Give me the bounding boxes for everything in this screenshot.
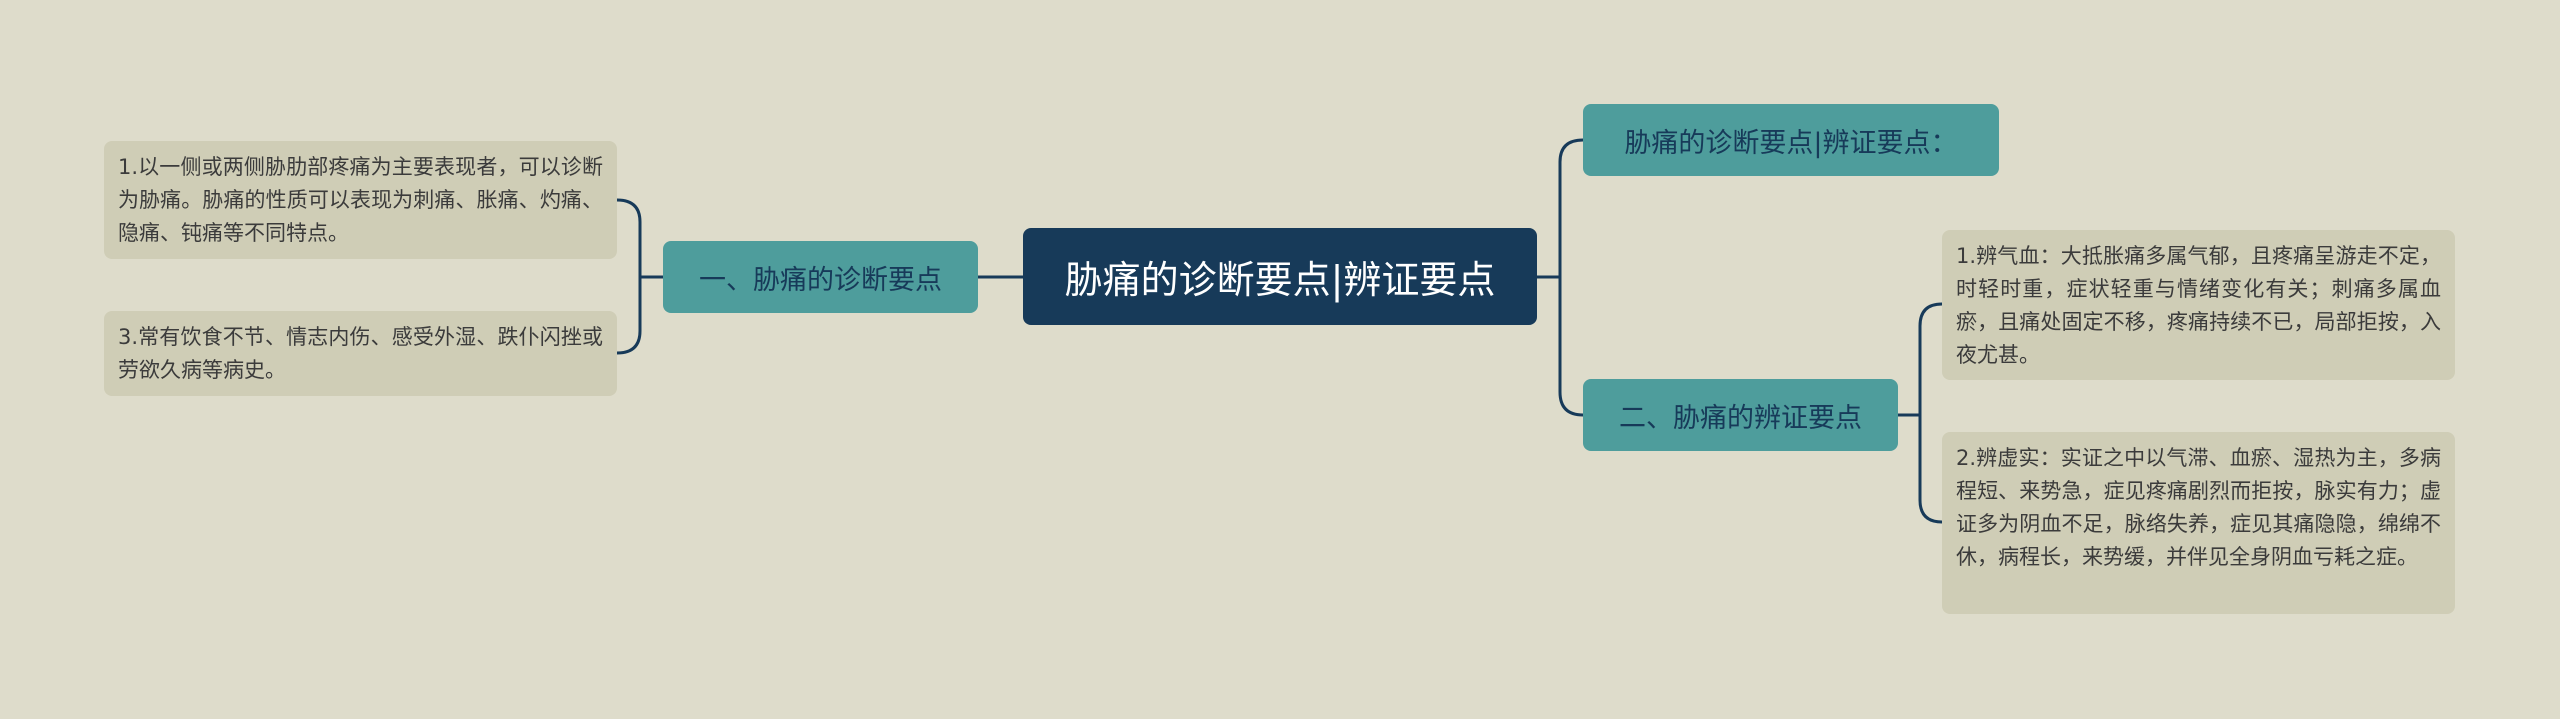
leaf-differentiation-1[interactable]: 1.辨气血：大抵胀痛多属气郁，且疼痛呈游走不定，时轻时重，症状轻重与情绪变化有关… <box>1942 230 2455 380</box>
leaf-diagnosis-1[interactable]: 1.以一侧或两侧胁肋部疼痛为主要表现者，可以诊断为胁痛。胁痛的性质可以表现为刺痛… <box>104 141 617 259</box>
leaf-differentiation-2[interactable]: 2.辨虚实：实证之中以气滞、血瘀、湿热为主，多病程短、来势急，症见疼痛剧烈而拒按… <box>1942 432 2455 614</box>
root-topic[interactable]: 胁痛的诊断要点|辨证要点 <box>1023 228 1537 325</box>
connector-right-bracket <box>1558 138 1585 417</box>
branch-differentiation-points[interactable]: 二、胁痛的辨证要点 <box>1583 379 1898 451</box>
connector-right-leaf-bracket <box>1918 302 1944 524</box>
leaf-diagnosis-3[interactable]: 3.常有饮食不节、情志内伤、感受外湿、跌仆闪挫或劳欲久病等病史。 <box>104 311 617 396</box>
branch-diagnosis-points[interactable]: 一、胁痛的诊断要点 <box>663 241 978 313</box>
connector-left-bracket <box>615 198 642 355</box>
branch-summary-title[interactable]: 胁痛的诊断要点|辨证要点： <box>1583 104 1999 176</box>
